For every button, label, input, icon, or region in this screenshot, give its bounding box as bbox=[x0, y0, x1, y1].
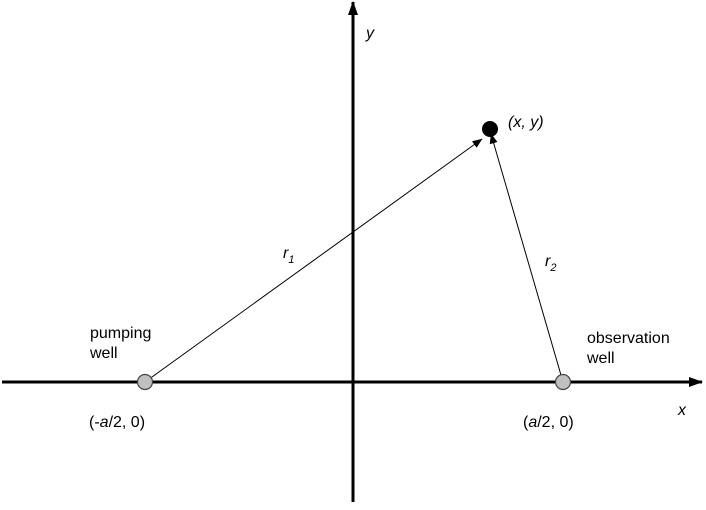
r1-vector bbox=[144, 138, 483, 383]
pumping-well-marker bbox=[136, 373, 154, 391]
r1-label: r1 bbox=[283, 245, 294, 266]
observation-well-label-line2: well bbox=[586, 350, 615, 367]
observation-well-label-line1: observation bbox=[587, 330, 670, 347]
y-axis-label: y bbox=[365, 25, 375, 42]
x-axis-label: x bbox=[677, 402, 687, 419]
target-point-label: (x, y) bbox=[508, 114, 544, 131]
r2-vector bbox=[489, 133, 564, 383]
target-point-marker bbox=[482, 121, 498, 137]
r2-label: r2 bbox=[545, 253, 556, 274]
pumping-well-coordinate: (-a/2, 0) bbox=[89, 414, 145, 431]
pumping-well-label-line1: pumping bbox=[90, 325, 151, 342]
observation-well-coordinate: (a/2, 0) bbox=[523, 414, 574, 431]
observation-well-marker bbox=[554, 373, 572, 391]
pumping-well-label-line2: well bbox=[89, 345, 118, 362]
